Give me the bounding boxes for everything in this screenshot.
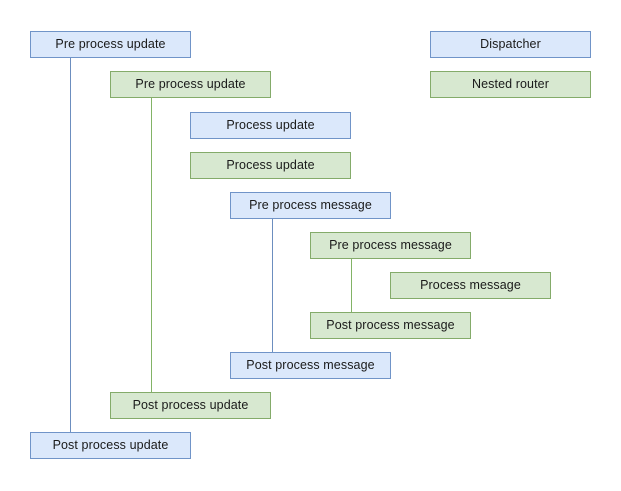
legend-item-l2: Nested router: [430, 71, 591, 98]
node-n11[interactable]: Post process update: [30, 432, 191, 459]
legend-item-l1: Dispatcher: [430, 31, 591, 58]
connector-n6-to-n8: [351, 259, 352, 312]
node-n7[interactable]: Process message: [390, 272, 551, 299]
node-n5[interactable]: Pre process message: [230, 192, 391, 219]
connector-n1-to-n11: [70, 58, 71, 432]
node-n2[interactable]: Pre process update: [110, 71, 271, 98]
node-n3[interactable]: Process update: [190, 112, 351, 139]
connector-n2-to-n10: [151, 98, 152, 392]
node-n8[interactable]: Post process message: [310, 312, 471, 339]
connector-n5-to-n9: [272, 219, 273, 352]
node-n1[interactable]: Pre process update: [30, 31, 191, 58]
node-n9[interactable]: Post process message: [230, 352, 391, 379]
node-n4[interactable]: Process update: [190, 152, 351, 179]
node-n6[interactable]: Pre process message: [310, 232, 471, 259]
node-n10[interactable]: Post process update: [110, 392, 271, 419]
